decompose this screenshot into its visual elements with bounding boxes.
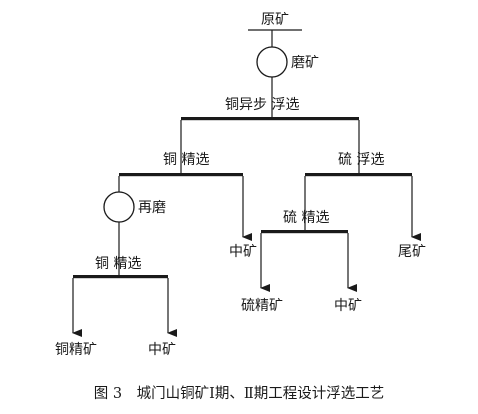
copper-flotation-bar xyxy=(119,173,243,177)
sulfur-flotation-bar xyxy=(305,173,412,177)
copper-flotation-label: 铜 精选 xyxy=(163,152,209,168)
figure-caption: 图 3 城门山铜矿Ⅰ期、Ⅱ期工程设计浮选工艺 xyxy=(94,385,384,402)
copper-cleaning-bar xyxy=(73,275,168,279)
middling-label-b: 中矿 xyxy=(148,342,176,358)
copper-concentrate-label: 铜精矿 xyxy=(55,342,97,358)
sulfur-cleaning-bar xyxy=(261,230,348,234)
middling-label-a: 中矿 xyxy=(229,244,257,260)
bulk-flotation-label: 铜异步 浮选 xyxy=(225,97,299,113)
feed-label: 原矿 xyxy=(261,12,289,28)
copper-cleaning-label: 铜 精选 xyxy=(95,256,141,272)
grinding-label: 磨矿 xyxy=(291,55,319,71)
sulfur-cleaning-label: 硫 精选 xyxy=(283,210,329,226)
regrind-label: 再磨 xyxy=(138,200,166,216)
grinding-circle xyxy=(256,46,288,78)
sulfur-concentrate-label: 硫精矿 xyxy=(241,298,283,314)
regrind-circle xyxy=(103,191,135,223)
middling-label-c: 中矿 xyxy=(334,298,362,314)
sulfur-flotation-label: 硫 浮选 xyxy=(338,152,384,168)
tailings-label: 尾矿 xyxy=(398,244,426,260)
bulk-flotation-bar xyxy=(181,117,359,121)
